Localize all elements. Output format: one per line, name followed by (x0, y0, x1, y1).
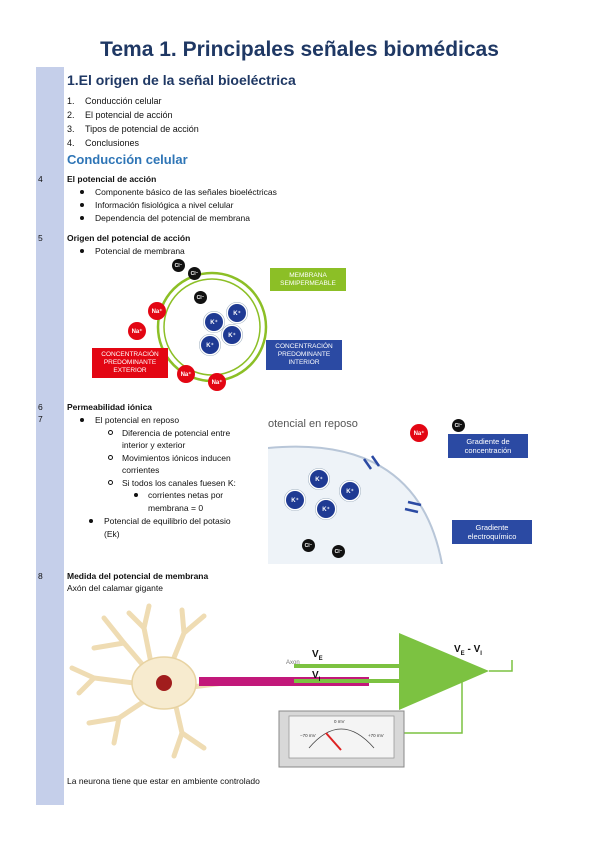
toc-item: 3.Tipos de potencial de acción (67, 124, 199, 134)
chloride-ion: Cl⁻ (452, 419, 465, 432)
slide-number: 8 (38, 571, 43, 581)
sodium-ion: Na⁺ (128, 322, 146, 340)
meter-zero-label: 0 mV (334, 719, 345, 724)
slide-number: 5 (38, 233, 43, 243)
section-heading: 1.El origen de la señal bioeléctrica (67, 72, 296, 88)
sodium-ion: Na⁺ (177, 365, 195, 383)
resting-potential-diagram: otencial en reposo Gradiente de concentr… (268, 412, 548, 564)
bullet-list: Componente básico de las señales bioeléc… (80, 186, 277, 225)
nested-bullet-list: El potencial en reposo Diferencia de pot… (80, 414, 265, 540)
chloride-ion: Cl⁻ (188, 267, 201, 280)
subheading: Conducción celular (67, 152, 188, 167)
potassium-ion: K⁺ (223, 326, 241, 344)
sodium-ion: Na⁺ (148, 302, 166, 320)
chloride-ion: Cl⁻ (172, 259, 185, 272)
toc-item: 1.Conducción celular (67, 96, 162, 106)
chloride-ion: Cl⁻ (194, 291, 207, 304)
meter-left-label: −70 mV (300, 733, 316, 738)
table-of-contents: 1.Conducción celular 2.El potencial de a… (67, 94, 199, 150)
chloride-ion: Cl⁻ (332, 545, 345, 558)
slide-number: 4 (38, 174, 43, 184)
list-item: Potencial de membrana (80, 245, 185, 258)
vi-label: VI (312, 670, 321, 683)
potassium-ion: K⁺ (201, 336, 219, 354)
diagram-title: otencial en reposo (268, 418, 358, 430)
chloride-ion: Cl⁻ (302, 539, 315, 552)
gradient-concentration-label: Gradiente de concentración (448, 434, 528, 458)
page-title: Tema 1. Principales señales biomédicas (100, 38, 499, 61)
list-item: Información fisiológica a nivel celular (80, 199, 277, 212)
list-item: El potencial en reposo (80, 414, 265, 427)
potassium-ion: K⁺ (228, 304, 246, 322)
membrane-diagram: MEMBRANA SEMIPERMEABLE CONCENTRACIÓN PRE… (90, 255, 380, 395)
neuron-measurement-diagram: Axon VE VI VE - VI 0 mV −70 mV +70 mV (64, 598, 574, 770)
list-item: Dependencia del potencial de membrana (80, 212, 277, 225)
meter-right-label: +70 mV (368, 733, 384, 738)
toc-item: 4.Conclusiones (67, 138, 140, 148)
potassium-ion: K⁺ (341, 482, 359, 500)
gradient-electrochemical-label: Gradiente electroquímico (452, 520, 532, 544)
neuron-circuit-drawing (69, 603, 513, 768)
bullet-list: Potencial de membrana (80, 245, 185, 258)
membrane-label: MEMBRANA SEMIPERMEABLE (270, 268, 346, 291)
slide-subtitle: Axón del calamar gigante (67, 583, 163, 593)
sodium-ion: Na⁺ (410, 424, 428, 442)
potassium-ion: K⁺ (286, 491, 304, 509)
slide-heading: Origen del potencial de acción (67, 233, 191, 243)
interior-label: CONCENTRACIÓN PREDOMINANTE INTERIOR (266, 340, 342, 370)
potassium-ion: K⁺ (317, 500, 335, 518)
potassium-ion: K⁺ (310, 470, 328, 488)
sodium-ion: Na⁺ (208, 373, 226, 391)
list-item: Componente básico de las señales bioeléc… (80, 186, 277, 199)
toc-item: 2.El potencial de acción (67, 110, 173, 120)
footer-note: La neurona tiene que estar en ambiente c… (67, 776, 260, 786)
notes-margin-bar (36, 67, 64, 805)
ve-label: VE (312, 649, 323, 662)
slide-number: 7 (38, 414, 43, 424)
potassium-ion: K⁺ (205, 313, 223, 331)
output-label: VE - VI (454, 644, 482, 657)
list-item: Potencial de equilibrio del potasio(Ek) (80, 515, 265, 540)
slide-heading: Permeabilidad iónica (67, 402, 153, 412)
slide-heading: Medida del potencial de membrana (67, 571, 209, 581)
axon-label: Axon (286, 660, 300, 666)
slide-heading: El potencial de acción (67, 174, 157, 184)
slide-number: 6 (38, 402, 43, 412)
list-item: Si todos los canales fuesen K: (80, 477, 265, 490)
exterior-label: CONCENTRACIÓN PREDOMINANTE EXTERIOR (92, 348, 168, 378)
